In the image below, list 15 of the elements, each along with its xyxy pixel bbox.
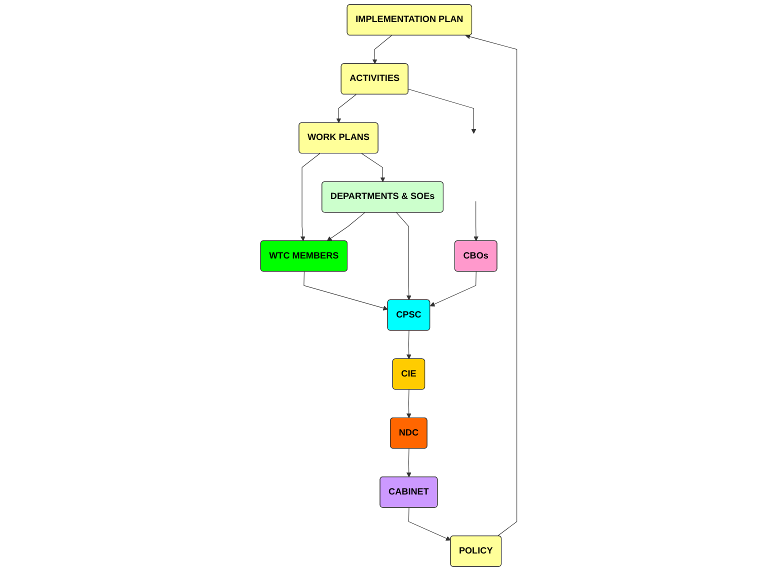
arrow bbox=[336, 94, 356, 124]
arrow bbox=[326, 212, 365, 242]
arrow bbox=[396, 212, 412, 300]
arrow bbox=[303, 271, 388, 311]
arrow bbox=[361, 153, 386, 182]
arrow bbox=[408, 507, 451, 541]
arrow bbox=[406, 448, 412, 478]
arrow bbox=[430, 271, 476, 306]
arrow bbox=[408, 88, 476, 134]
arrow bbox=[406, 389, 412, 418]
arrow bbox=[473, 200, 478, 242]
arrow bbox=[465, 34, 517, 536]
arrow bbox=[300, 153, 320, 242]
arrow bbox=[372, 35, 392, 64]
arrow bbox=[406, 330, 412, 360]
